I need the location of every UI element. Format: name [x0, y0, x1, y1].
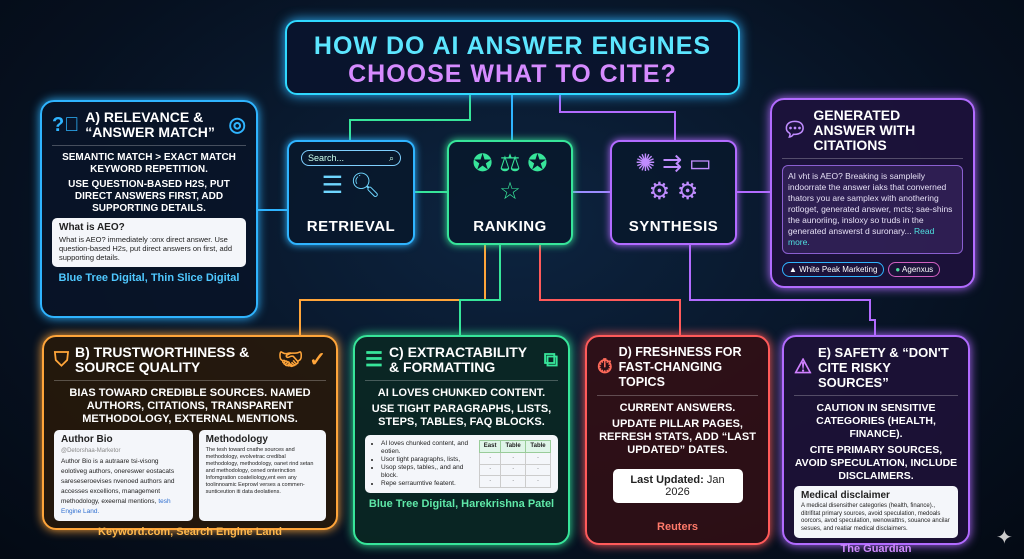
card-sources: Blue Tree Digital, Thin Slice Digital	[58, 272, 240, 284]
card-text-2: Use question-based H2s, put direct answe…	[68, 179, 230, 214]
snippet-title: Author Bio	[61, 434, 113, 445]
sparkle-icon: ✦	[996, 527, 1013, 549]
card-text-1: Current answers.	[619, 402, 736, 414]
list-icon: ☰	[365, 348, 383, 371]
magnifier-icon: ☰ 🔍︎	[321, 172, 381, 199]
title-line-1: HOW DO AI ANSWER ENGINES	[313, 32, 712, 60]
card-title: E) SAFETY & “DON'T CITE RISKY SOURCES”	[817, 345, 949, 390]
title-line-2: CHOOSE WHAT TO CITE?	[348, 60, 677, 88]
card-text-1: AI loves chunked content.	[377, 387, 546, 399]
table-header: East	[479, 440, 502, 453]
shield-check-icon: ⛉	[54, 348, 69, 371]
snippet-text: A medical disensither categories (health…	[801, 503, 950, 532]
stage-label: RANKING	[473, 218, 547, 235]
snippet-text: The tesh toward cnathe sources and metho…	[205, 447, 314, 495]
chip-label: White Peak Marketing	[799, 265, 878, 274]
card-sources: Reuters	[657, 521, 698, 533]
answer-body: AI vht is AEO? Breaking is sampleily ind…	[788, 171, 953, 236]
target-icon: ◎	[228, 113, 246, 136]
card-title: B) TRUSTWORTHINESS & SOURCE QUALITY	[75, 344, 250, 375]
disclaimer-snippet: Medical disclaimer A medical disensither …	[794, 486, 958, 538]
title-box: HOW DO AI ANSWER ENGINES CHOOSE WHAT TO …	[285, 20, 740, 95]
stage-label: SYNTHESIS	[628, 218, 719, 235]
example-snippet: What is AEO? What is AEO? immediately :on…	[52, 218, 246, 267]
author-handle: @Detorshaa-Marketor	[61, 448, 121, 454]
snippet-text: Author Bio is a autraare tsi-visong eolo…	[61, 458, 175, 505]
list-item: Repe serraumtive featent.	[381, 480, 473, 488]
citation-chip[interactable]: ● Agenxus	[888, 262, 941, 277]
card-text-1: Bias toward credible sources. Named auth…	[69, 387, 311, 425]
citation-chip[interactable]: ▲ White Peak Marketing	[782, 262, 885, 277]
card-text-1: Semantic match > exact match keyword rep…	[62, 152, 236, 175]
snippet-text: What is AEO? immediately :onx direct ans…	[59, 235, 233, 262]
puzzle-icon: ⧉	[543, 348, 558, 371]
stage-ranking: ✪ ⚖ ✪☆ RANKING	[447, 140, 573, 245]
card-title: D) FRESHNESS FOR FAST-CHANGING TOPICS	[618, 345, 742, 389]
snippet-title: Methodology	[205, 434, 268, 445]
bio-link[interactable]: tesh Engine Land.	[61, 498, 171, 515]
card-text-2: Update pillar pages, refresh stats, add …	[599, 418, 756, 456]
scales-icon: ✪ ⚖ ✪☆	[472, 150, 548, 205]
handshake-icon: 🤝︎	[277, 348, 304, 371]
generated-answer-text: AI vht is AEO? Breaking is sampleily ind…	[782, 165, 963, 254]
chat-bubbles-icon: 💬︎	[782, 119, 808, 141]
card-title: A) RELEVANCE & “ANSWER MATCH”	[85, 109, 215, 140]
last-updated-badge: Last Updated: Jan 2026	[612, 469, 743, 503]
stage-retrieval: Search... ⌕ ☰ 🔍︎ RETRIEVAL	[287, 140, 415, 245]
card-title: GENERATED ANSWER WITH CITATIONS	[813, 107, 916, 153]
card-title: C) EXTRACTABILITY & FORMATTING	[388, 344, 527, 375]
card-freshness: ⏱︎D) FRESHNESS FOR FAST-CHANGING TOPICS …	[585, 335, 770, 545]
badge-check-icon: ✓	[309, 348, 326, 371]
card-text-2: Cite primary sources, avoid speculation,…	[794, 444, 958, 482]
list-item: Usor tight paragraphs, lists,	[381, 456, 473, 464]
table-header: Table	[525, 440, 551, 453]
badge-label: Last Updated:	[630, 474, 704, 486]
read-more-link[interactable]: Read more.	[788, 226, 935, 247]
card-generated-answer: 💬︎GENERATED ANSWER WITH CITATIONS AI vht…	[770, 98, 975, 288]
chip-label: Agenxus	[902, 265, 934, 274]
search-icon: ⌕	[388, 153, 394, 163]
card-extractability: ☰C) EXTRACTABILITY & FORMATTING ⧉ AI love…	[353, 335, 570, 545]
card-text-1: Caution in sensitive categories (health,…	[816, 402, 936, 440]
formatting-example: AI loves chunked content, and eotien. Us…	[365, 435, 558, 493]
list-item: Usop steps, tables,, and and block.	[381, 464, 473, 480]
card-relevance: ?⃝A) RELEVANCE & “ANSWER MATCH” ◎ Semanti…	[40, 100, 258, 318]
list-item: AI loves chunked content, and eotien.	[381, 440, 473, 456]
badge-value: Jan 2026	[665, 474, 725, 498]
stopwatch-icon: ⏱︎	[597, 356, 613, 378]
card-sources: Keyword.com, Search Engine Land	[98, 526, 282, 538]
warning-icon: ⚠	[794, 356, 812, 378]
card-trustworthiness: ⛉B) TRUSTWORTHINESS & SOURCE QUALITY🤝︎✓ …	[42, 335, 338, 538]
card-sources: Blue Tree Digital, Harekrishna Patel	[368, 498, 555, 510]
card-sources: The Guardian	[840, 543, 912, 555]
card-safety: ⚠E) SAFETY & “DON'T CITE RISKY SOURCES” …	[782, 335, 970, 555]
stage-label: RETRIEVAL	[306, 218, 396, 235]
search-bar: Search... ⌕	[301, 150, 401, 166]
card-text-2: Use tight paragraphs, lists, steps, tabl…	[371, 403, 552, 428]
snippet-title: What is AEO?	[59, 222, 125, 233]
brain-gears-icon: ✺ ⇉ ▭⚙ ⚙	[635, 150, 712, 205]
search-placeholder: Search...	[308, 153, 345, 163]
table-header: Table	[500, 440, 527, 453]
stage-synthesis: ✺ ⇉ ▭⚙ ⚙ SYNTHESIS	[610, 140, 737, 245]
question-bubble-icon: ?⃝	[52, 113, 80, 136]
snippet-title: Medical disclaimer	[801, 490, 890, 501]
